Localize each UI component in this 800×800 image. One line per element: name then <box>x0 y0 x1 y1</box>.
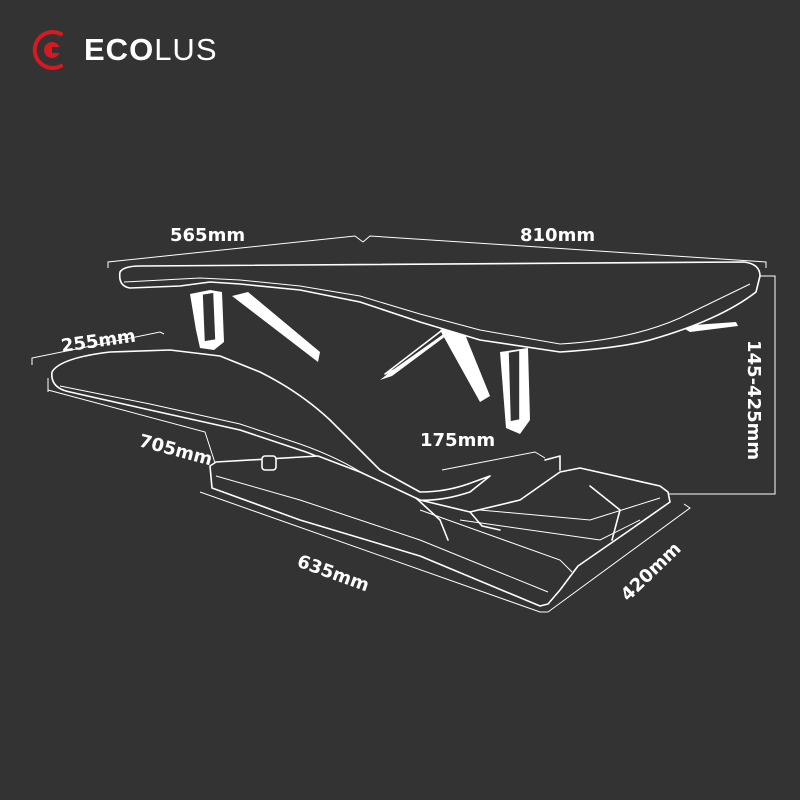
lift-mechanism <box>190 290 738 434</box>
brand-name-bold: ECO <box>84 32 155 67</box>
dimension-keyboard-width: 705mm <box>137 431 215 471</box>
brand-name-light: LUS <box>154 32 218 67</box>
dimension-base-height: 175mm <box>420 430 495 451</box>
desk-top <box>118 261 761 353</box>
dimension-top-right-width: 810mm <box>520 225 595 246</box>
dimension-base-width: 635mm <box>294 551 372 596</box>
dimension-height-range: 145-425mm <box>743 340 764 460</box>
dimension-lines <box>31 235 776 613</box>
brand-wordmark: ECOLUS <box>84 32 218 68</box>
dimension-top-left-width: 565mm <box>170 225 245 246</box>
dimension-base-depth: 420mm <box>617 538 686 605</box>
ecolus-c-logo-icon <box>32 30 63 70</box>
brand-logo: ECOLUS <box>30 28 250 72</box>
base-frame <box>209 455 671 607</box>
